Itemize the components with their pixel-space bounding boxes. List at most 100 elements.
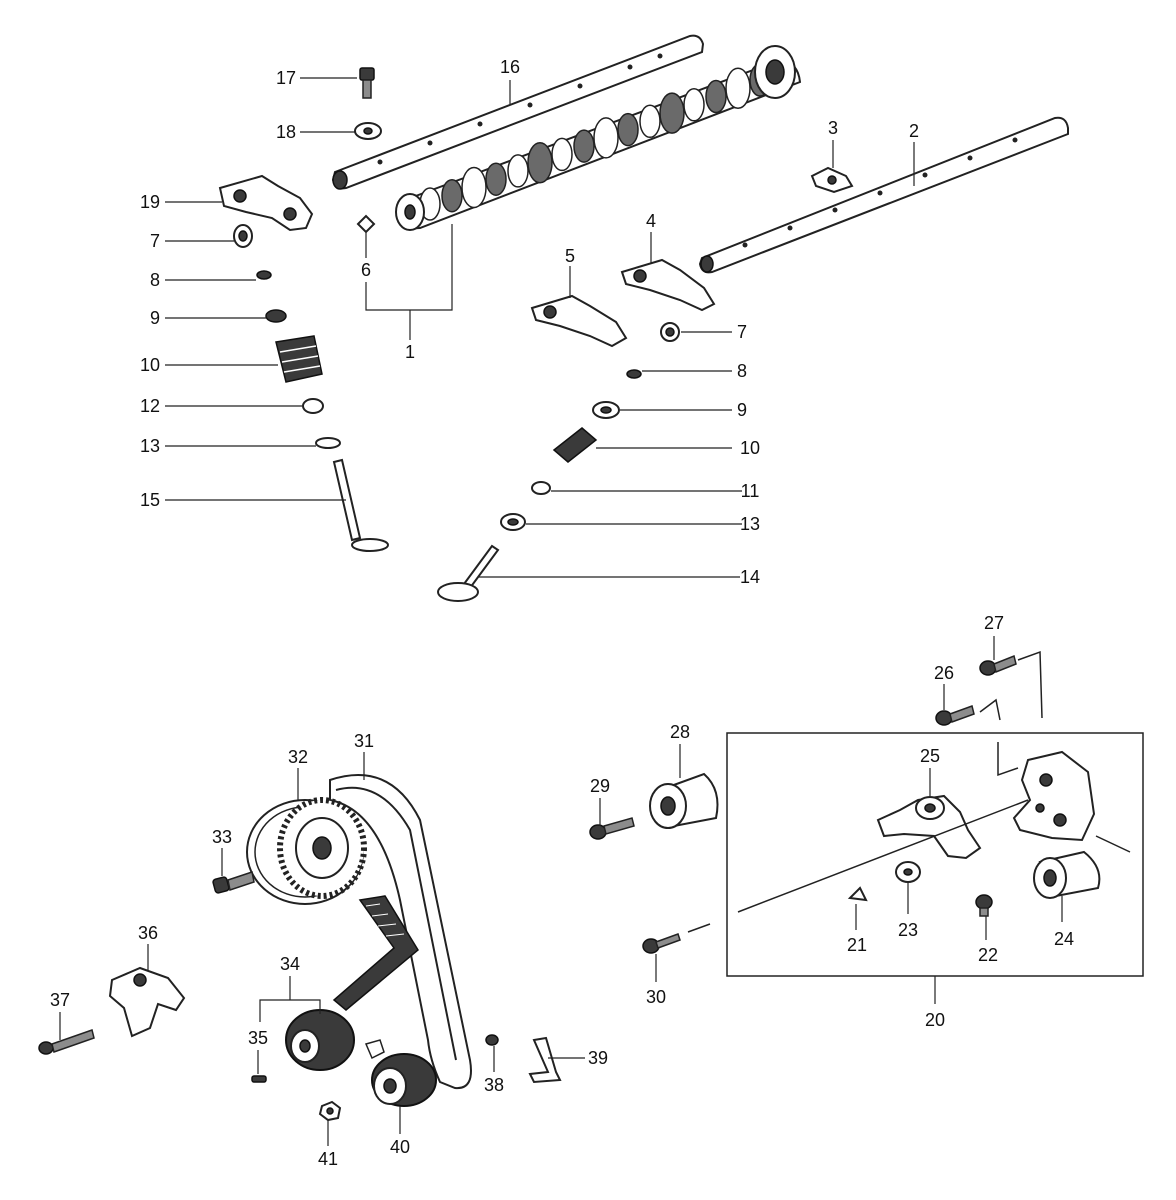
rocker-arm-4: [620, 258, 716, 312]
callout-labels: 1 2 3 4 5 6 7 7 8 8 9 9 10 10 11 12 13 1…: [50, 57, 1074, 1169]
callout-7-right: 7: [737, 322, 747, 342]
adjuster-8-right: [626, 369, 642, 379]
cam-lobe: [705, 79, 727, 114]
tensioner-bracket: [1012, 750, 1096, 842]
callout-8-right: 8: [737, 361, 747, 381]
pin-21: [847, 886, 868, 902]
bolt-27: [979, 654, 1017, 676]
callout-29: 29: [590, 776, 610, 796]
callout-9-right: 9: [737, 400, 747, 420]
cam-lobe: [485, 162, 507, 196]
valve-spring-10-left: [275, 335, 323, 383]
bolt-37: [38, 1029, 95, 1055]
leader-lines-upper: [165, 77, 915, 578]
leader-lines-lower-left: [59, 752, 585, 1146]
rocker-arm-5: [530, 294, 628, 348]
cam-lobe: [507, 154, 529, 188]
callout-41: 41: [318, 1149, 338, 1169]
crank-sprocket-34: [285, 1009, 355, 1071]
cam-lobe: [527, 141, 553, 184]
bolt-22: [975, 894, 993, 917]
callout-40: 40: [390, 1137, 410, 1157]
valve-15: [332, 458, 389, 552]
bolt-33: [212, 871, 255, 894]
callout-8-left: 8: [150, 270, 160, 290]
cam-lobe: [593, 117, 619, 159]
callout-6: 6: [361, 260, 371, 280]
nut-7-right: [660, 322, 680, 342]
cam-lobe: [551, 137, 573, 172]
bolt-26: [935, 705, 975, 726]
cam-lobe: [639, 104, 661, 139]
callout-1: 1: [405, 342, 415, 362]
seal-13-right: [500, 513, 526, 531]
callout-35: 35: [248, 1028, 268, 1048]
callout-10-left: 10: [140, 355, 160, 375]
idler-pulley-40: [371, 1053, 437, 1107]
callout-7-left: 7: [150, 231, 160, 251]
callout-15: 15: [140, 490, 160, 510]
bolt-17: [359, 67, 375, 99]
bracket-39: [528, 1036, 562, 1084]
cam-cover-36: [108, 966, 186, 1038]
cam-lobe: [617, 112, 639, 147]
cam-lobe: [725, 67, 751, 110]
camshaft: [395, 45, 802, 231]
cam-lobe: [659, 92, 685, 134]
callout-27: 27: [984, 613, 1004, 633]
seat-12: [302, 398, 324, 414]
callout-30: 30: [646, 987, 666, 1007]
dowel-6: [356, 214, 376, 234]
callout-28: 28: [670, 722, 690, 742]
rocker-shaft-exhaust: [698, 116, 1069, 274]
callout-4: 4: [646, 211, 656, 231]
callout-2: 2: [909, 121, 919, 141]
callout-31: 31: [354, 731, 374, 751]
seal-13-left: [315, 437, 341, 449]
callout-9-left: 9: [150, 308, 160, 328]
rocker-shaft-intake: [331, 34, 705, 190]
callout-12: 12: [140, 396, 160, 416]
bolt-38: [485, 1034, 499, 1046]
washer-18: [354, 122, 382, 140]
callout-21: 21: [847, 935, 867, 955]
seat-11: [531, 481, 551, 495]
cam-lobe: [683, 88, 705, 122]
callout-37: 37: [50, 990, 70, 1010]
callout-26: 26: [934, 663, 954, 683]
retainer-9-left: [265, 309, 287, 323]
tensioner-shaft-end: [1095, 835, 1131, 853]
callout-36: 36: [138, 923, 158, 943]
bolt-30: [642, 923, 711, 954]
pulley-24: [1033, 850, 1101, 899]
callout-23: 23: [898, 920, 918, 940]
guide-lines: [979, 650, 1043, 777]
pulley-28: [649, 772, 719, 829]
key-35: [251, 1075, 267, 1083]
callout-33: 33: [212, 827, 232, 847]
cam-lobe: [573, 129, 595, 163]
callout-10-right: 10: [740, 438, 760, 458]
washer-23: [895, 861, 921, 883]
bolt-29: [589, 817, 635, 840]
clip-3: [810, 166, 854, 194]
retainer-9-right: [592, 401, 620, 419]
rocker-arm-19: [218, 174, 314, 232]
callout-5: 5: [565, 246, 575, 266]
timing-belt-31: [329, 774, 472, 1090]
cam-lobe: [441, 178, 463, 213]
leader-lines-lower-right: [599, 636, 1063, 1004]
valve-14: [437, 544, 500, 602]
cam-sprocket-32: [246, 797, 367, 905]
callout-11: 11: [741, 481, 760, 501]
callout-24: 24: [1054, 929, 1074, 949]
callout-3: 3: [828, 118, 838, 138]
callout-13-left: 13: [140, 436, 160, 456]
callout-14: 14: [740, 567, 760, 587]
callout-18: 18: [276, 122, 296, 142]
callout-32: 32: [288, 747, 308, 767]
nut-41: [318, 1100, 342, 1122]
callout-22: 22: [978, 945, 998, 965]
callout-17: 17: [276, 68, 296, 88]
